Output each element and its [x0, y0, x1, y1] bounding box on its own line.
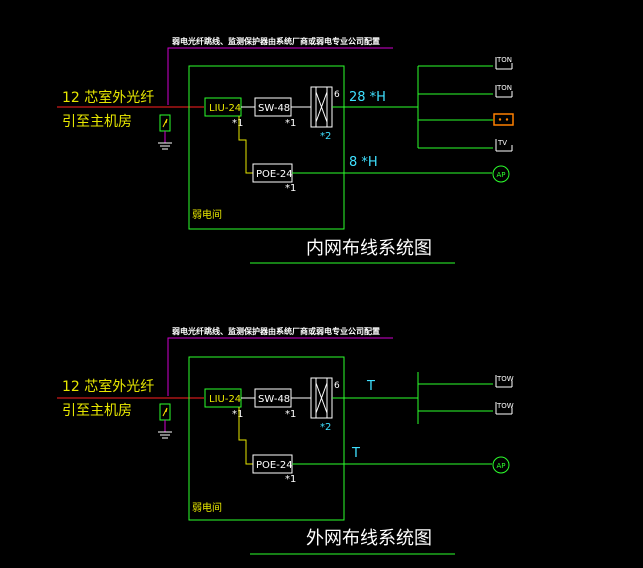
external-outlet-tow-1: TOW — [495, 375, 514, 388]
external-fiber-label-2: 引至主机房 — [62, 403, 132, 419]
internal-poe-qty: *1 — [285, 183, 296, 194]
external-switch-qty: *1 — [285, 409, 296, 420]
external-liu-label: LIU-24 — [209, 394, 241, 405]
internal-surge-icon — [162, 118, 168, 128]
external-fiber-label-1: 12 芯室外光纤 — [62, 378, 154, 395]
external-outlet-label-2: TOW — [496, 402, 514, 410]
external-network-diagram: 弱电光纤跳线、监测保护器由系统厂商或弱电专业公司配置 12 芯室外光纤 引至主机… — [57, 326, 514, 555]
internal-patch-qty: *2 — [320, 131, 331, 142]
external-note-leader — [167, 337, 393, 396]
external-outlet-tow-2: TOW — [495, 402, 514, 415]
external-ap-icon: AP — [492, 456, 510, 474]
internal-switch-qty: *1 — [285, 118, 296, 129]
internal-outlet-ton-2: TON — [495, 84, 513, 98]
external-patch-qty: *2 — [320, 422, 331, 433]
internal-cabinet-label: 弱电间 — [192, 208, 222, 221]
external-switch-label: SW-48 — [258, 394, 290, 405]
external-outlet-label-1: TOW — [496, 375, 514, 383]
internal-patch-ports: 6 — [334, 90, 340, 100]
internal-switch-label: SW-48 — [258, 103, 290, 114]
internal-liu-poe-link — [238, 116, 253, 174]
external-cabinet-box — [188, 356, 345, 521]
external-cabinet-label: 弱电间 — [192, 501, 222, 514]
internal-liu-qty: *1 — [232, 118, 243, 129]
internal-cabinet-box — [188, 65, 345, 230]
internal-network-diagram: 弱电光纤跳线、监测保护器由系统厂商或弱电专业公司配置 12 芯室外光纤 引至主机… — [57, 36, 514, 264]
internal-liu-label: LIU-24 — [209, 103, 241, 114]
external-surge-icon — [162, 407, 168, 417]
external-patch-ports: 6 — [334, 381, 340, 391]
external-liu-qty: *1 — [232, 409, 243, 420]
internal-cable-lower-label: 8 *H — [349, 155, 378, 170]
external-liu-poe-link — [238, 407, 253, 465]
internal-ground-icon — [158, 142, 172, 150]
internal-fiber-label-2: 引至主机房 — [62, 114, 132, 130]
internal-outlet-ton-1: TON — [495, 56, 513, 70]
external-note: 弱电光纤跳线、监测保护器由系统厂商或弱电专业公司配置 — [172, 326, 380, 336]
internal-outlet-label-3: TV — [497, 139, 507, 147]
internal-ap-label: AP — [496, 171, 505, 179]
internal-poe-label: POE-24 — [256, 169, 293, 180]
internal-phone-outlet-icon — [493, 113, 514, 126]
internal-cable-upper-label: 28 *H — [349, 90, 386, 105]
external-title: 外网布线系统图 — [306, 528, 432, 549]
external-poe-qty: *1 — [285, 474, 296, 485]
external-poe-label: POE-24 — [256, 460, 293, 471]
internal-fiber-label-1: 12 芯室外光纤 — [62, 89, 154, 106]
internal-note: 弱电光纤跳线、监测保护器由系统厂商或弱电专业公司配置 — [172, 36, 380, 46]
internal-ap-icon: AP — [492, 165, 510, 183]
internal-title: 内网布线系统图 — [306, 238, 432, 259]
internal-note-leader — [167, 47, 393, 105]
external-ground-icon — [158, 431, 172, 439]
external-cable-upper-label: T — [366, 379, 375, 394]
internal-outlet-label-2: TON — [496, 84, 512, 92]
internal-outlet-tv: TV — [495, 139, 513, 152]
internal-outlet-label-1: TON — [496, 56, 512, 64]
external-cable-lower-label: T — [351, 446, 360, 461]
external-ap-label: AP — [496, 462, 505, 470]
